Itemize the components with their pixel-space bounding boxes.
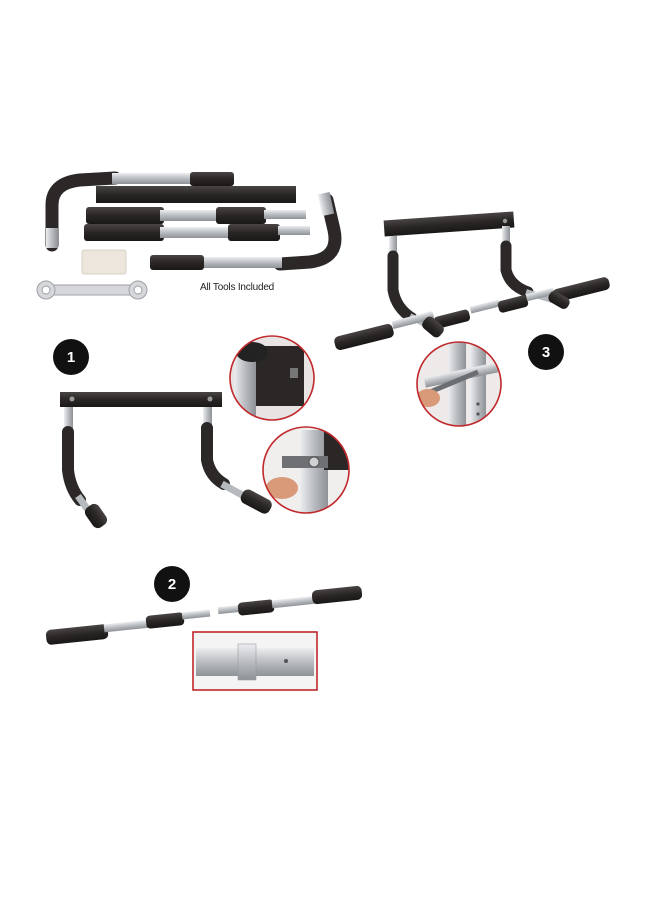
parts-grip-bottom — [150, 255, 204, 270]
step-3-badge: 3 — [528, 334, 564, 370]
frame-top-bracket — [60, 392, 222, 407]
parts-grip-2b — [216, 207, 266, 224]
step-2-badge: 2 — [154, 566, 190, 602]
parts-wrench — [36, 280, 148, 300]
pull-up-bar-frame — [60, 392, 272, 529]
crossbar-grip-right — [311, 585, 363, 605]
parts-tube-end-right — [317, 191, 335, 217]
parts-hardware-bag — [81, 249, 127, 275]
parts-tube-2 — [160, 210, 265, 221]
frame-grip-left — [84, 503, 108, 529]
assembled-pull-up-bar — [334, 211, 610, 350]
parts-tube-top — [112, 173, 192, 184]
parts-tube-end-left — [46, 228, 58, 248]
step-1-badge: 1 — [53, 339, 89, 375]
crossbar-grip-middle-right — [237, 599, 275, 616]
detail-callout — [192, 631, 318, 691]
parts-tube-3 — [160, 227, 280, 238]
all-tools-included-caption: All Tools Included — [200, 282, 275, 293]
assembled-top-bracket — [383, 211, 515, 237]
parts-bracket — [96, 186, 296, 203]
parts-tube-bottom — [200, 257, 282, 268]
parts-curved-handle-left — [45, 171, 122, 252]
crossbar-grip-middle-left — [145, 612, 185, 629]
detail-callout — [416, 341, 502, 427]
parts-grip-top — [190, 172, 234, 186]
parts-tube-2b — [264, 210, 306, 219]
frame-grip-right — [240, 489, 272, 514]
parts-tube-3b — [278, 226, 310, 235]
parts-grip-2a — [86, 207, 164, 224]
parts-curved-handle-right — [273, 193, 342, 271]
pull-up-bar-parts — [36, 171, 342, 300]
detail-callout — [229, 335, 315, 421]
crossbar-grip-left — [45, 624, 109, 645]
pull-up-bar-crossbar — [45, 585, 363, 645]
detail-callout — [262, 426, 350, 514]
parts-grip-3a — [84, 224, 164, 241]
parts-grip-3b — [228, 224, 280, 241]
